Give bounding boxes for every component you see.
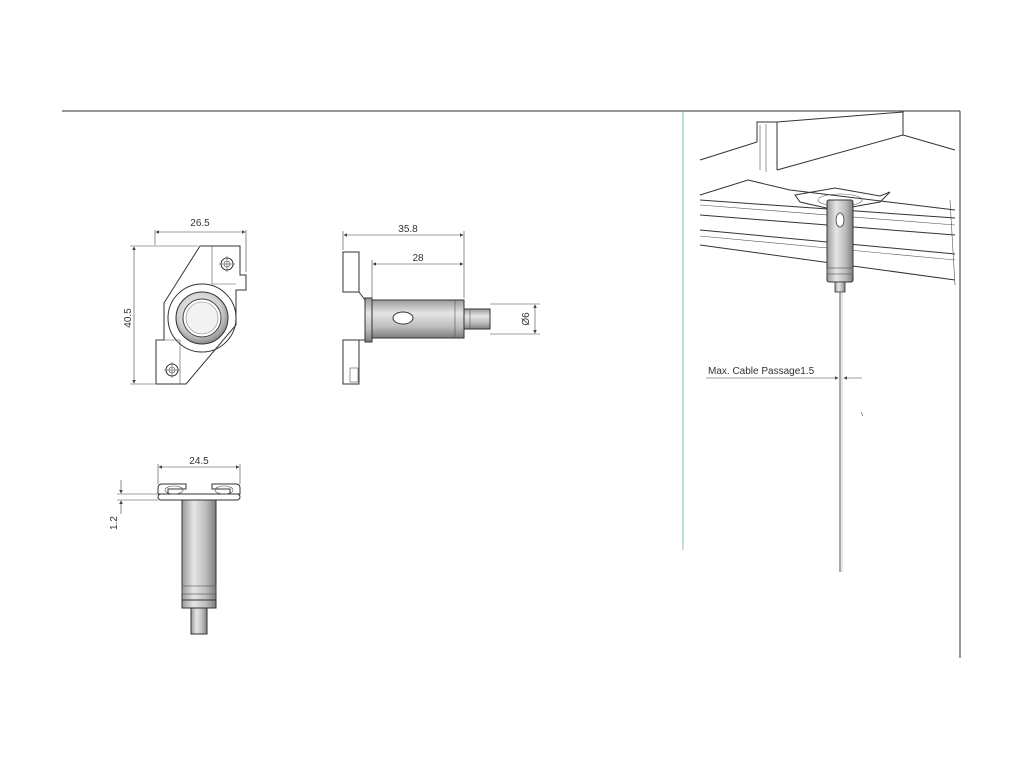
drawing-frame: [62, 110, 961, 658]
screw-top-right-icon: [219, 256, 235, 272]
cable-passage-label: Max. Cable Passage1.5: [708, 366, 815, 377]
bottom-body: [181, 499, 217, 601]
central-bush: [167, 283, 237, 353]
cable-hole: [392, 311, 414, 325]
front-height-label: 40.5: [123, 308, 134, 328]
screw-bottom-left-icon: [164, 362, 180, 378]
bottom-pin: [190, 607, 208, 635]
side-body: [371, 299, 465, 339]
side-total-label: 35.8: [398, 224, 418, 235]
front-width-label: 26.5: [190, 218, 210, 229]
bottom-width-label: 24.5: [189, 456, 209, 467]
side-pin: [463, 308, 491, 330]
front-view: 26.5 40.5: [123, 218, 247, 385]
install-perspective-view: Max. Cable Passage1.5: [699, 111, 956, 572]
side-diameter-label: Ø6: [521, 312, 532, 326]
side-view: 35.8 28 Ø6: [342, 224, 540, 385]
side-body-label: 28: [412, 253, 424, 264]
suspension-body: [826, 199, 854, 283]
bottom-thickness-label: 1.2: [109, 516, 120, 530]
bottom-view: 24.5 1.2: [109, 456, 241, 635]
